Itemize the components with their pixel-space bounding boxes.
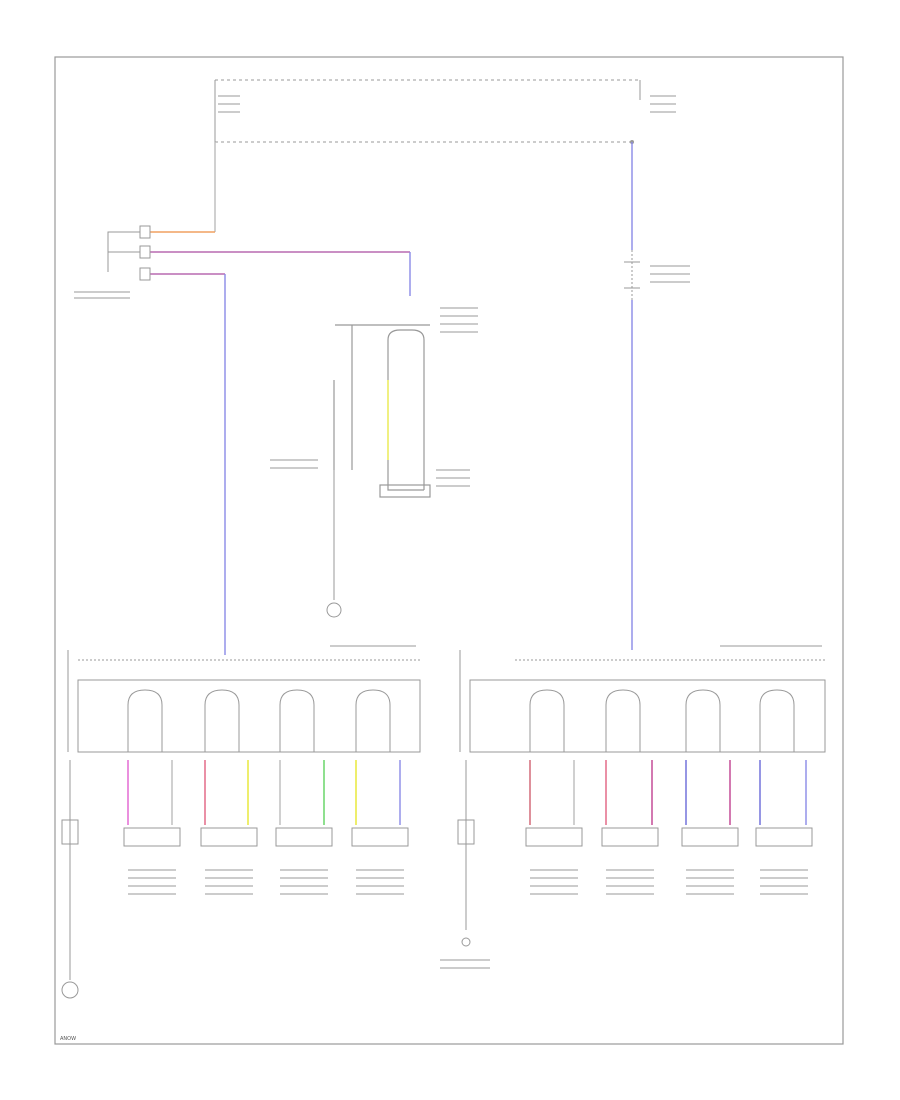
right-switch-wires [529,760,807,825]
right-switch-module [459,650,826,753]
center-ground [326,470,342,618]
left-switch-module [67,650,421,753]
left-switch-wires [127,760,401,825]
window-switch-boxes [123,827,813,847]
label-blocks [74,95,822,969]
center-sensor-loop [333,324,431,498]
diagram-border [54,56,844,1045]
figure-id: ANOW [60,1036,76,1042]
right-ground [457,760,475,947]
left-ground [61,760,79,999]
right-inline-connector [624,250,640,300]
left-feed-wire [150,142,411,655]
power-bus-top [214,79,641,143]
left-junction-connector [107,225,151,281]
